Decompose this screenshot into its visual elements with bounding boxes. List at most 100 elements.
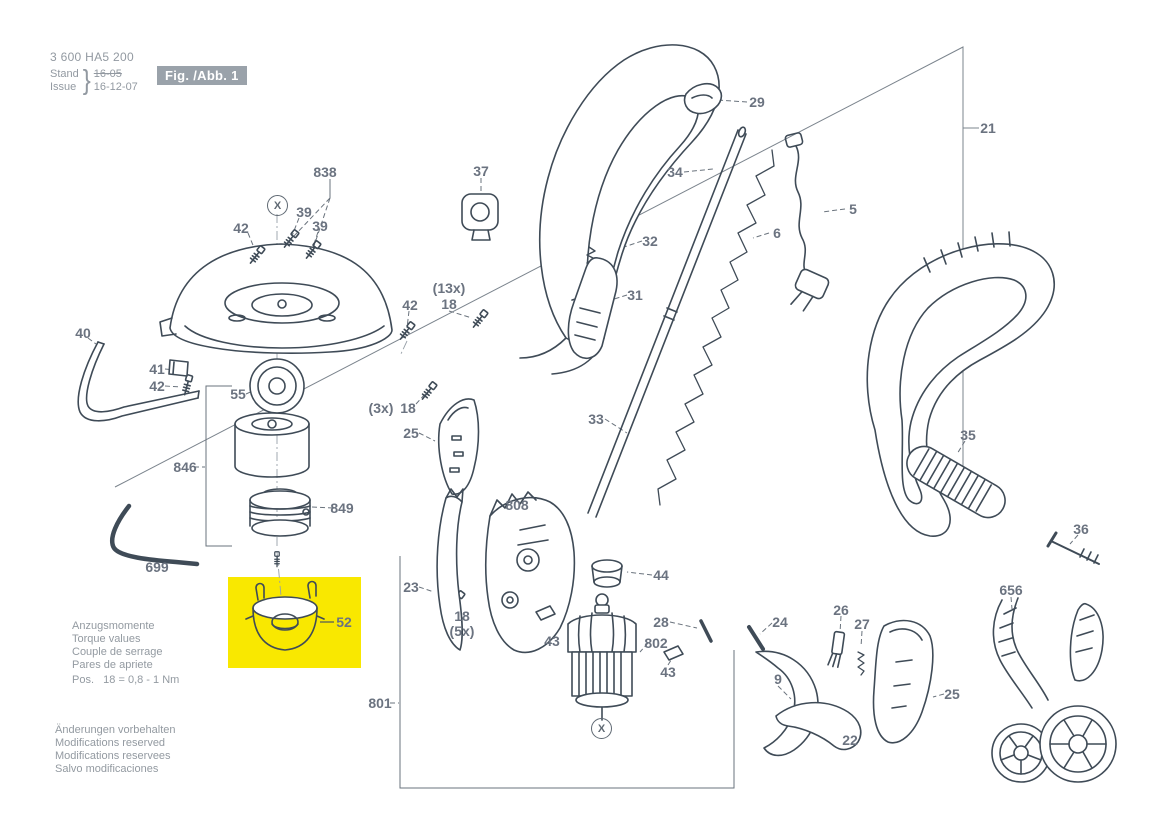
clamp-26-drawing <box>827 630 846 668</box>
strip-22-drawing <box>775 701 862 751</box>
part-label-28[interactable]: 28 <box>653 614 669 630</box>
cover-23-drawing <box>436 488 464 651</box>
power-cord-5-drawing <box>784 132 830 312</box>
modifications-line: Modifications reserved <box>55 737 166 749</box>
part-label-24[interactable]: 24 <box>772 614 788 630</box>
lever-31-drawing <box>567 257 618 359</box>
motor-802-drawing <box>567 593 637 721</box>
part-qty-13x: (13x) <box>432 280 466 296</box>
modifications-line: Modifications reservees <box>55 750 171 762</box>
part-label-9[interactable]: 9 <box>774 671 782 687</box>
part-label-21[interactable]: 21 <box>980 120 996 136</box>
pin-24-drawing <box>747 625 765 651</box>
pad-43-right-drawing <box>663 645 684 661</box>
stand-label: Stand <box>50 68 79 80</box>
torque-note: Anzugsmomente Torque values Couple de se… <box>72 620 179 687</box>
spool-849-drawing <box>249 488 311 537</box>
part-label-699[interactable]: 699 <box>145 559 169 575</box>
part-label-52-selected[interactable]: 52 <box>336 614 352 630</box>
clamp-29-drawing <box>683 82 723 115</box>
part-label-25-2[interactable]: 25 <box>944 686 960 702</box>
torque-note-line: Torque values <box>72 633 141 645</box>
modifications-line: Änderungen vorbehalten <box>55 724 176 736</box>
selected-part-highlight <box>228 577 361 668</box>
part-label-43-2[interactable]: 43 <box>660 664 676 680</box>
part-label-18-3[interactable]: 18 <box>454 608 470 624</box>
part-label-802[interactable]: 802 <box>644 635 668 651</box>
torque-note-line: Anzugsmomente <box>72 620 155 632</box>
part-label-36[interactable]: 36 <box>1073 521 1089 537</box>
part-label-32[interactable]: 32 <box>642 233 658 249</box>
part-label-42-2[interactable]: 42 <box>402 297 418 313</box>
cover-25a-drawing <box>437 398 480 495</box>
part-label-29[interactable]: 29 <box>749 94 765 110</box>
modifications-line: Salvo modificaciones <box>55 763 159 775</box>
part-label-23[interactable]: 23 <box>403 579 419 595</box>
part-label-25-1[interactable]: 25 <box>403 425 419 441</box>
part-label-33[interactable]: 33 <box>588 411 604 427</box>
part-label-43-1[interactable]: 43 <box>544 633 560 649</box>
torque-symbol-top: X <box>267 195 288 216</box>
part-label-42-3[interactable]: 42 <box>149 378 165 394</box>
spring-27-drawing <box>857 651 865 676</box>
title-block: 3 600 HA5 200 Stand Issue } 16-05 16-12-… <box>50 50 138 96</box>
group-brackets <box>205 179 735 789</box>
part-label-849[interactable]: 849 <box>330 500 354 516</box>
part-label-44[interactable]: 44 <box>653 567 669 583</box>
part-label-42-1[interactable]: 42 <box>233 220 249 236</box>
part-label-838[interactable]: 838 <box>313 164 337 180</box>
part-label-39-2[interactable]: 39 <box>312 218 328 234</box>
shaft-tube-33-34-drawing <box>587 126 747 518</box>
part-label-37[interactable]: 37 <box>473 163 489 179</box>
cap-44-drawing <box>591 559 623 588</box>
bolt-36-drawing <box>1046 531 1100 565</box>
part-label-40[interactable]: 40 <box>75 325 91 341</box>
part-label-55[interactable]: 55 <box>230 386 246 402</box>
part-qty-5x: (5x) <box>449 623 475 639</box>
part-label-34[interactable]: 34 <box>667 164 683 180</box>
ring-55-drawing <box>249 358 305 414</box>
part-label-6[interactable]: 6 <box>773 225 781 241</box>
torque-symbol-bottom: X <box>591 718 612 739</box>
part-label-27[interactable]: 27 <box>854 616 870 632</box>
part-label-808[interactable]: 808 <box>505 497 529 513</box>
figure-badge: Fig. /Abb. 1 <box>157 66 247 85</box>
housing-808-drawing <box>485 491 576 654</box>
part-label-656[interactable]: 656 <box>999 582 1023 598</box>
guard-shield-drawing <box>159 243 393 354</box>
issue-brace: } <box>82 64 91 96</box>
hex-key-699-drawing <box>110 503 200 567</box>
clamp-41-drawing <box>168 359 189 377</box>
part-label-846[interactable]: 846 <box>173 459 197 475</box>
model-number: 3 600 HA5 200 <box>50 50 134 64</box>
part-qty-3x: (3x) <box>368 400 394 416</box>
part-label-801[interactable]: 801 <box>368 695 392 711</box>
cover-25b-drawing <box>872 619 934 744</box>
part-label-35[interactable]: 35 <box>960 427 976 443</box>
torque-note-line: Couple de serrage <box>72 646 163 658</box>
pin-28-drawing <box>699 619 713 643</box>
issue-label: Issue <box>50 81 77 93</box>
part-label-18-1[interactable]: 18 <box>441 296 457 312</box>
part-label-5[interactable]: 5 <box>849 201 857 217</box>
torque-spec: Pos. 18 = 0,8 - 1 Nm <box>72 674 180 686</box>
spool-cap-52-drawing <box>245 580 325 651</box>
grip-35-drawing <box>906 445 1006 519</box>
torque-note-line: Pares de apriete <box>72 659 153 671</box>
wire-guard-40-drawing <box>77 341 200 422</box>
coiled-cord-6-drawing <box>657 149 775 506</box>
knob-37-drawing <box>461 193 499 241</box>
part-label-26[interactable]: 26 <box>833 602 849 618</box>
wheel-assembly-656-drawing <box>991 597 1117 783</box>
spool-housing-846-drawing <box>234 412 310 478</box>
issue-value: 16-12-07 <box>93 81 138 93</box>
part-label-22[interactable]: 22 <box>842 732 858 748</box>
part-label-41[interactable]: 41 <box>149 361 165 377</box>
part-label-31[interactable]: 31 <box>627 287 643 303</box>
stand-value: 16-05 <box>93 68 122 80</box>
modifications-note: Änderungen vorbehalten Modifications res… <box>55 724 175 776</box>
part-label-18-2[interactable]: 18 <box>400 400 416 416</box>
part-label-39-1[interactable]: 39 <box>296 204 312 220</box>
pad-43-left-drawing <box>535 605 556 621</box>
